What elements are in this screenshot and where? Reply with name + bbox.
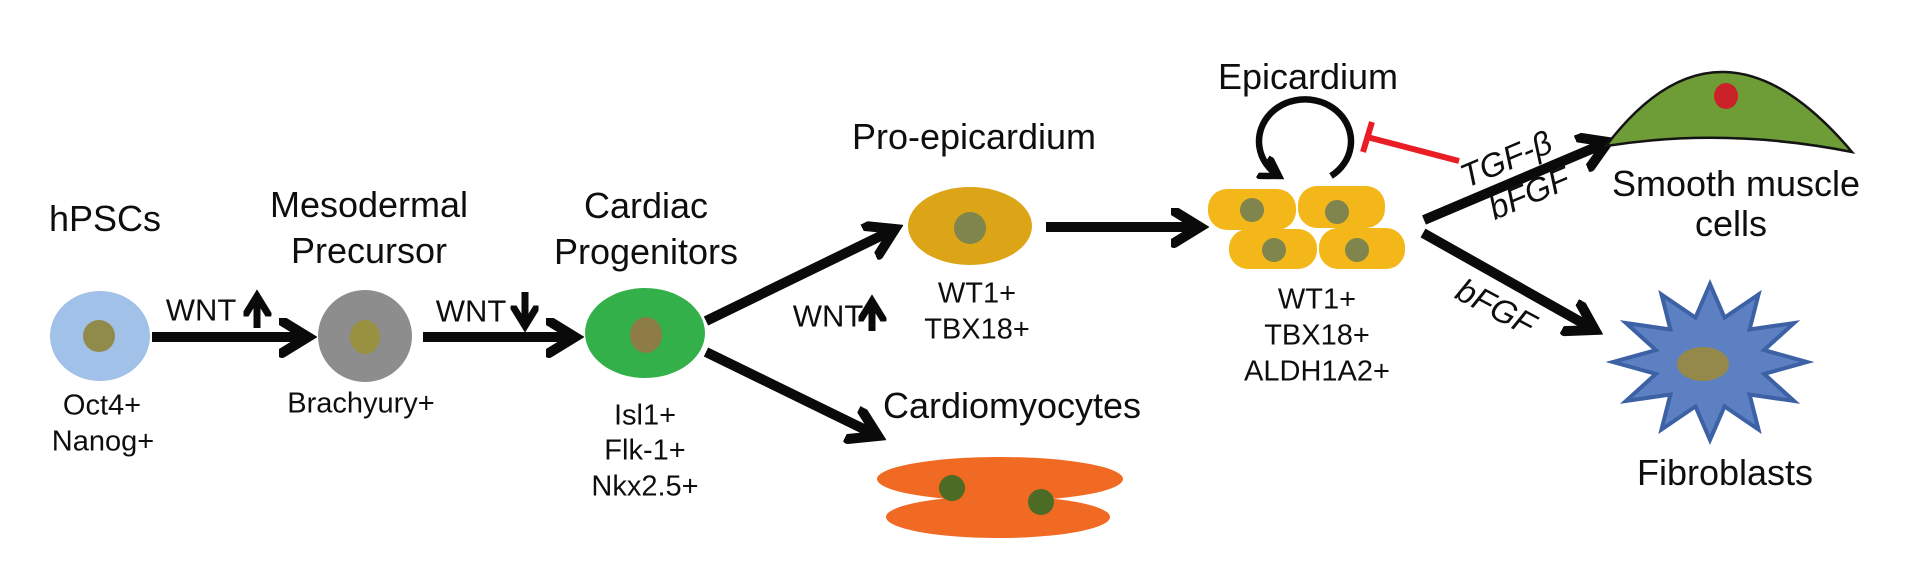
epicardium-marker-aldh1a2: ALDH1A2+ xyxy=(1244,355,1390,388)
cardiomyocytes-label: Cardiomyocytes xyxy=(882,385,1142,426)
wnt-down-label: WNT xyxy=(435,293,507,329)
hpsc-nucleus xyxy=(83,320,115,352)
epicardium-marker-wt1: WT1+ xyxy=(1277,283,1357,316)
cardiomyocyte-cell-2 xyxy=(886,496,1110,538)
cardiac-marker-isl1: Isl1+ xyxy=(613,399,677,432)
hpscs-label: hPSCs xyxy=(48,198,162,239)
fibroblast-nucleus xyxy=(1677,347,1729,381)
wnt-up-label-1: WNT xyxy=(165,292,237,328)
proepicardium-label: Pro-epicardium xyxy=(851,116,1097,157)
arrow-epicardium-to-fibroblasts xyxy=(1420,228,1595,330)
cardiac-marker-nkx25: Nkx2.5+ xyxy=(591,470,699,503)
epicardium-label: Epicardium xyxy=(1217,56,1399,97)
cardiac-nucleus xyxy=(630,317,662,353)
cardiomyocyte-cell-1 xyxy=(877,457,1123,501)
cardiomyocyte-pair xyxy=(877,457,1123,538)
fibroblasts-label: Fibroblasts xyxy=(1636,452,1814,493)
arrow-layer xyxy=(152,96,1608,436)
arrow-epicardium-to-smooth-muscle xyxy=(1422,142,1608,225)
cardiac-marker-flk1: Flk-1+ xyxy=(604,434,686,467)
proepicardium-marker-wt1: WT1+ xyxy=(937,277,1017,310)
self-renewal-loop-arrow xyxy=(1255,96,1355,176)
proepicardium-nucleus xyxy=(954,212,986,244)
cardiomyocyte-nucleus-2 xyxy=(1028,489,1054,515)
mesodermal-nucleus xyxy=(350,320,380,354)
smooth-muscle-nucleus xyxy=(1714,83,1738,109)
hpscs-marker-oct4: Oct4+ xyxy=(62,389,142,422)
arrow-cardiac-to-proepicardium xyxy=(703,229,895,326)
mesodermal-marker-brachyury: Brachyury+ xyxy=(287,387,435,420)
inhibition-group xyxy=(1360,121,1460,164)
epicardium-nucleus-1 xyxy=(1240,198,1264,222)
epicardium-nucleus-4 xyxy=(1345,238,1369,262)
arrow-cardiac-to-cardiomyocytes xyxy=(703,347,878,436)
inhibition-line xyxy=(1366,134,1460,164)
epicardium-cluster xyxy=(1208,186,1405,269)
cardiomyocyte-nucleus-1 xyxy=(939,475,965,501)
smooth-muscle-label-line1: Smooth muscle xyxy=(1611,163,1861,204)
wnt-up-label-2: WNT xyxy=(792,298,864,334)
hpscs-marker-nanog: Nanog+ xyxy=(51,425,155,458)
mesodermal-label-line2: Precursor xyxy=(290,230,448,271)
epicardium-marker-tbx18: TBX18+ xyxy=(1264,319,1370,352)
cardiac-label-line2: Progenitors xyxy=(553,231,739,272)
mesodermal-label-line1: Mesodermal xyxy=(269,184,469,225)
smooth-muscle-cell-shape xyxy=(1603,70,1856,154)
proepicardium-marker-tbx18: TBX18+ xyxy=(924,313,1030,346)
inhibition-tbar xyxy=(1360,121,1375,153)
cardiac-label-line1: Cardiac xyxy=(583,185,709,226)
smooth-muscle-label-line2: cells xyxy=(1694,203,1768,244)
epicardium-nucleus-2 xyxy=(1325,200,1349,224)
epicardium-nucleus-3 xyxy=(1262,238,1286,262)
